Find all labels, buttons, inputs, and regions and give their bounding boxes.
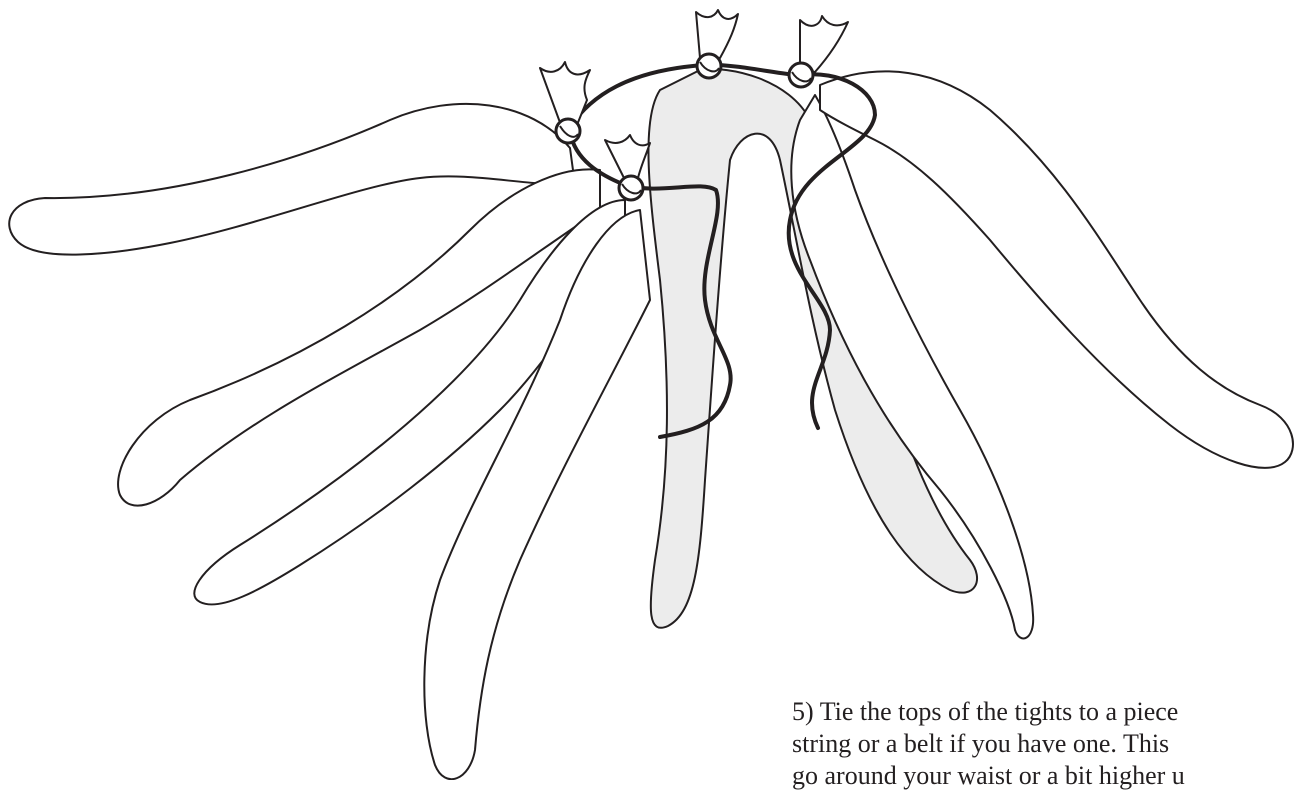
tuft-4 [605,135,650,182]
knot-2 [697,54,721,78]
instruction-line: string or a belt if you have one. This [792,729,1169,758]
knot-4 [619,176,643,200]
instruction-text: 5) Tie the tops of the tights to a piece… [792,696,1297,792]
instruction-line: 5) Tie the tops of the tights to a piece [792,697,1178,726]
knot-1 [556,119,580,143]
knot-3 [789,63,813,87]
instruction-line: go around your waist or a bit higher u [792,761,1185,790]
tuft-2 [696,10,738,58]
